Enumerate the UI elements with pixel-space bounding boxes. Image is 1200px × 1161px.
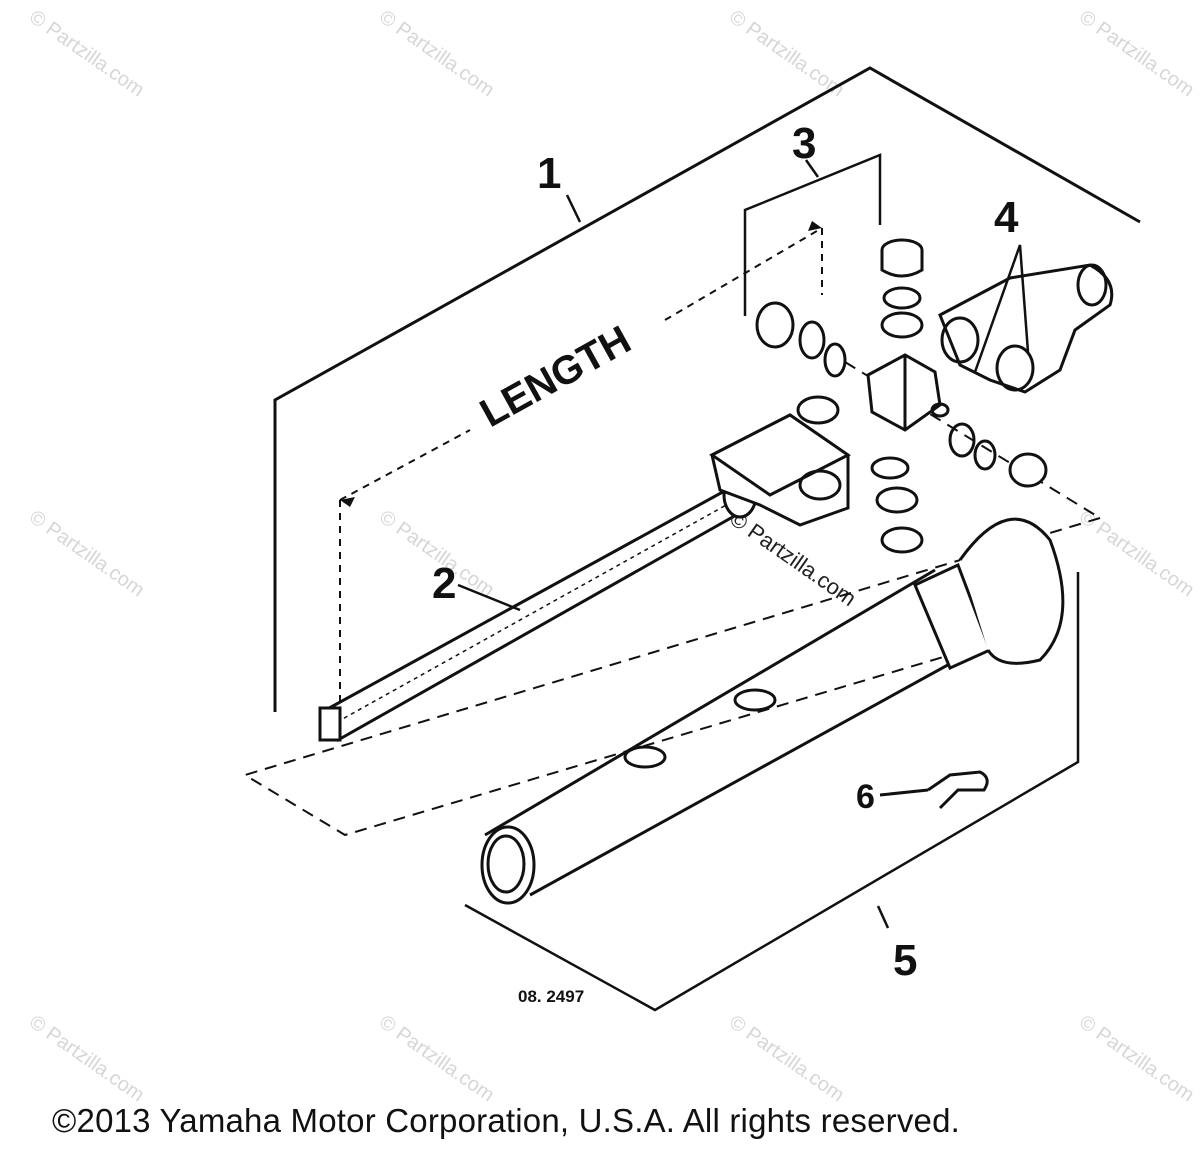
steering-shaft (318, 395, 851, 743)
length-label: LENGTH (473, 318, 638, 436)
callout-1: 1 (537, 149, 561, 198)
watermark: © Partzilla.com (725, 1011, 848, 1106)
u-joint-kit (743, 153, 1048, 554)
leader-line-2 (457, 583, 521, 612)
watermark: © Partzilla.com (25, 506, 148, 601)
copyright-notice: ©2013 Yamaha Motor Corporation, U.S.A. A… (52, 1102, 960, 1139)
watermark: © Partzilla.com (725, 6, 848, 101)
yoke (938, 244, 1114, 394)
drawing-code: 08. 2497 (518, 987, 584, 1006)
callout-6: 6 (856, 778, 875, 816)
assembly-bracket (273, 66, 1141, 712)
callout-4: 4 (994, 193, 1019, 242)
callout-2: 2 (432, 559, 456, 608)
clip (879, 770, 989, 810)
watermark: © Partzilla.com (1075, 1011, 1198, 1106)
watermark: © Partzilla.com (25, 1011, 148, 1106)
watermark: © Partzilla.com (375, 1011, 498, 1106)
callout-3: 3 (792, 119, 816, 168)
watermark: © Partzilla.com (25, 6, 148, 101)
column-tube (464, 517, 1080, 1012)
watermark: © Partzilla.com (1075, 6, 1198, 101)
watermark: © Partzilla.com (375, 6, 498, 101)
callout-5: 5 (893, 936, 917, 985)
